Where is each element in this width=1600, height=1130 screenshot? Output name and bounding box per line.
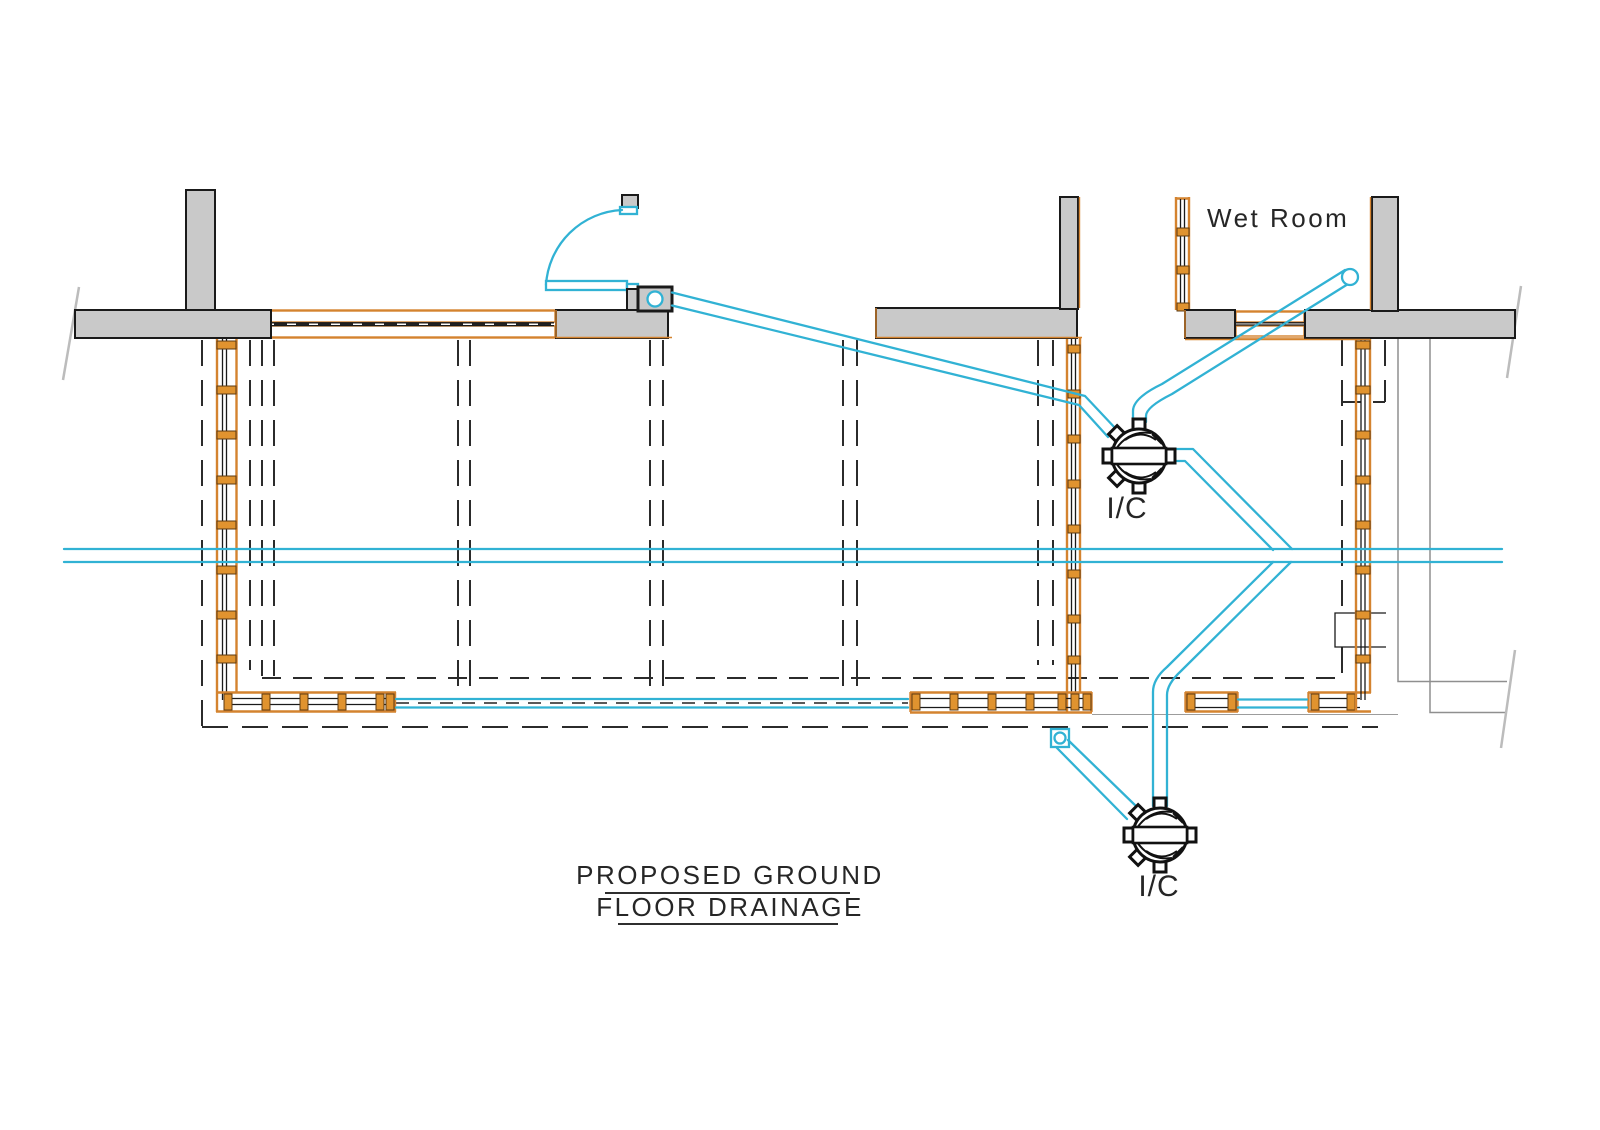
door-swing-arc-icon [544, 208, 624, 287]
title-line-1: PROPOSED GROUND [576, 860, 884, 890]
wall-band-top-right [1304, 309, 1516, 339]
chamber-bottom-label: I/C [1138, 870, 1179, 903]
svp-outlet-icon [646, 290, 664, 308]
break-line-right-bottom [1499, 649, 1517, 749]
stud-wall-bottom-left [216, 691, 397, 713]
pipe-from-wet-room [1131, 268, 1347, 424]
branch-to-lower-chamber [1151, 560, 1275, 808]
wet-room-label: Wet Room [1207, 203, 1349, 233]
bottom-run-west [394, 697, 910, 709]
wall-pier-top-middle [1059, 196, 1079, 310]
pipe-from-svp [670, 291, 1118, 431]
wall-pier-top-right [1371, 196, 1399, 312]
stud-wall-wet-room [1174, 197, 1191, 312]
pipe-end-icon [1340, 267, 1360, 287]
lintel-left [269, 309, 557, 339]
wall-band-top-left [74, 309, 272, 339]
stud-wall-bottom-right-corner [1307, 691, 1371, 713]
gully-branch [1055, 738, 1140, 821]
dashed-foundation-lines [201, 340, 1386, 728]
door-leaf [544, 279, 629, 292]
bottom-run-east [1236, 698, 1309, 709]
inspection-chamber-icon-top [1101, 417, 1177, 495]
wall-band-top-middle [875, 307, 1078, 339]
stud-wall-right [1354, 338, 1372, 712]
drainage-pipework [62, 267, 1504, 821]
inspection-chambers [1101, 417, 1198, 874]
wall-wet-room-left-block [1184, 309, 1236, 339]
inspection-chamber-icon-bottom [1122, 796, 1198, 874]
wall-pier-top-left [185, 189, 216, 312]
masonry-walls [74, 189, 1516, 341]
break-line-left [61, 286, 81, 381]
stud-wall-internal [1065, 338, 1082, 713]
title-line-2: FLOOR DRAINAGE [596, 892, 864, 922]
chamber-top-label: I/C [1106, 492, 1147, 525]
stud-wall-bottom-short [1184, 691, 1239, 713]
stud-walls [215, 197, 1372, 714]
stud-wall-bottom-middle [909, 691, 1093, 714]
wall-door-block [555, 309, 669, 339]
labels: Wet Room I/C I/C PROPOSED GROUND FLOOR D… [576, 203, 1349, 925]
chamber-outlet [1172, 447, 1294, 551]
stud-wall-left [215, 338, 238, 712]
